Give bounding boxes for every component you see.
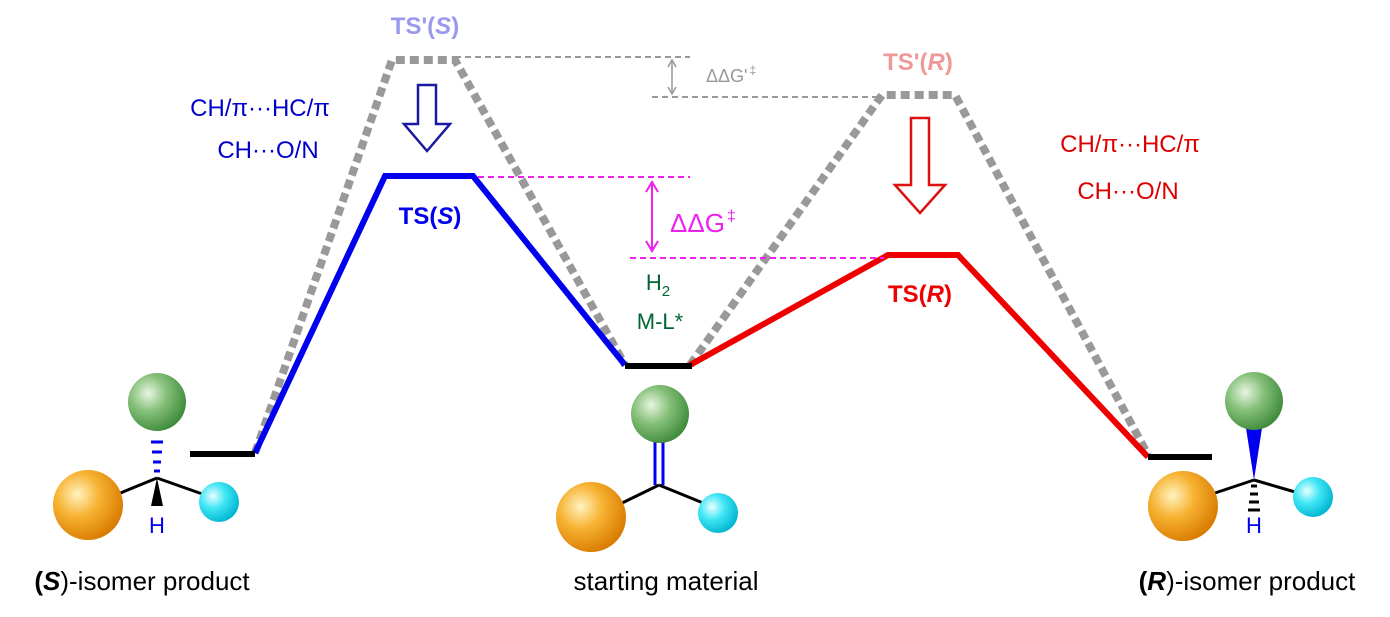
ts-r-label: TS(R) bbox=[888, 281, 952, 308]
s-wedge-bond bbox=[151, 478, 163, 506]
left-interaction-line1: CH/π···HC/π bbox=[190, 95, 330, 122]
r-wedge-bond bbox=[1246, 428, 1262, 480]
s-hydrogen-label: H bbox=[149, 513, 165, 538]
ts-s-path bbox=[252, 173, 628, 455]
sm-cyan-ball bbox=[698, 493, 738, 533]
right-interaction-line2: CH···O/N bbox=[1077, 178, 1178, 205]
sm-green-ball bbox=[631, 385, 689, 443]
r-hashed-bond bbox=[1248, 484, 1260, 512]
ts-prime-paths bbox=[251, 56, 1152, 457]
r-cyan-ball bbox=[1293, 477, 1333, 517]
right-interaction-line1: CH/π···HC/π bbox=[1060, 131, 1200, 158]
ts-prime-s-label: TS'(S) bbox=[391, 13, 459, 40]
ts-prime-r-path bbox=[686, 91, 1152, 457]
s-hashed-bond bbox=[151, 440, 163, 473]
s-green-ball bbox=[128, 373, 186, 431]
ddg-prime-arrow bbox=[667, 58, 677, 96]
sm-orange-ball bbox=[556, 482, 626, 552]
r-isomer-molecule: H bbox=[1148, 372, 1333, 541]
starting-material-caption: starting material bbox=[574, 566, 759, 596]
ddg-prime-label: ΔΔG'‡ bbox=[706, 63, 756, 86]
left-interaction-line2: CH···O/N bbox=[217, 137, 318, 164]
r-orange-ball bbox=[1148, 471, 1218, 541]
r-green-ball bbox=[1225, 372, 1283, 430]
s-product-caption: (S)-isomer product bbox=[34, 566, 250, 596]
catalyst-h2-label: H2 bbox=[646, 270, 670, 300]
s-orange-ball bbox=[53, 470, 123, 540]
catalyst-ml-label: M-L* bbox=[637, 309, 684, 334]
ts-prime-r-label: TS'(R) bbox=[883, 49, 953, 76]
s-isomer-molecule: H bbox=[53, 373, 239, 540]
s-down-arrow-icon bbox=[401, 83, 453, 153]
r-hydrogen-label: H bbox=[1246, 513, 1262, 538]
s-cyan-ball bbox=[199, 482, 239, 522]
ts-r-path bbox=[688, 252, 1151, 460]
ddg-arrow bbox=[645, 180, 659, 253]
ts-s-label: TS(S) bbox=[399, 203, 462, 230]
r-product-caption: (R)-isomer product bbox=[1139, 566, 1357, 596]
ddg-label: ΔΔG‡ bbox=[670, 208, 736, 238]
r-down-arrow-icon bbox=[892, 116, 948, 215]
starting-material-molecule bbox=[556, 385, 738, 552]
